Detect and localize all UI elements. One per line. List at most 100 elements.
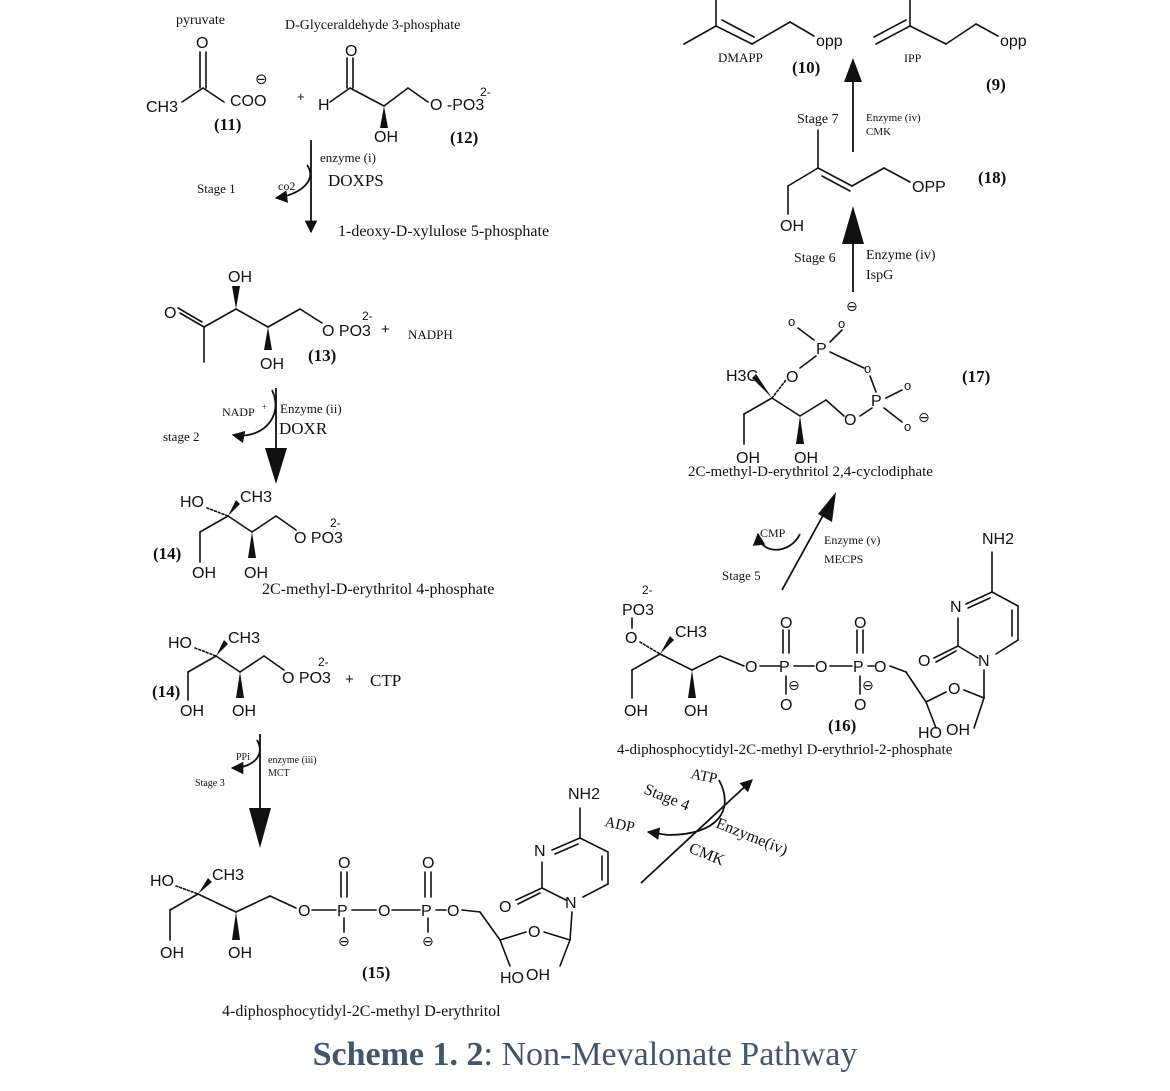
compound-name-mecpp: 2C-methyl-D-erythritol 2,4-cyclodiphate [688,464,933,480]
group-opo3: O PO3 [294,530,343,547]
group-oh: OH [228,945,252,962]
atom-o: O [854,697,866,714]
stage-label: Stage 6 [794,251,836,266]
charge: 2- [480,85,491,99]
group-oh: OH [526,967,550,984]
enzyme-name: DOXPS [328,171,384,190]
atom-o: O [499,899,511,916]
atom-n: N [565,895,577,912]
compound-number: (15) [362,963,390,982]
group-ch3: CH3 [212,867,244,884]
compound-number: (13) [308,346,336,365]
atom-o: O [745,659,757,676]
enzyme-label: Enzyme (ii) [280,401,342,416]
plus-sign: + [381,321,390,338]
group-ho: HO [500,970,524,987]
byproduct-ppi: PPi [236,752,250,763]
stage-4-arrow: ATP ADP Stage 4 Enzyme(iv) CMK [603,766,790,884]
byproduct-cmp: CMP [760,526,786,540]
atom-n: N [978,653,990,670]
compound-number: (10) [792,58,820,77]
byproduct-co2: co2 [278,179,295,193]
compound-g3p: D-Glyceraldehyde 3-phosphate H O OH O -P… [285,18,491,147]
compound-number: (14) [153,544,181,563]
group-ch3: CH3 [675,624,707,641]
atom-p: P [853,659,864,676]
atom-o: o [904,419,911,434]
enzyme-label: enzyme (i) [320,150,376,165]
compound-name: DMAPP [718,50,763,65]
compound-number: (18) [978,168,1006,187]
atom-o: o [838,316,845,331]
group-ho: HO [150,873,174,890]
atom-o: O [780,615,792,632]
group-opo3: O PO3 [322,323,371,340]
atom-p: P [816,341,827,358]
compound-name-cdp-me: 4-diphosphocytidyl-2C-methyl D-erythrito… [222,1003,501,1020]
compound-cdp-me: HO CH3 OH OH O P O ⊖ O P O ⊖ O O [150,786,609,987]
atom-o: O [948,681,960,698]
charge-minus: ⊖ [338,933,350,949]
charge-minus: ⊖ [846,298,858,314]
atom-o: O [338,855,350,872]
caption-prefix: Scheme 1. 2 [312,1036,484,1073]
group-coo: COO [230,93,266,110]
atom-o: O [447,903,459,920]
enzyme-name: DOXR [279,419,328,438]
enzyme-name: CMK [866,126,891,138]
group-oh: OH [260,356,284,373]
cofactor-nadph: NADPH [408,327,453,342]
enzyme-label: Enzyme (iv) [866,112,921,124]
group-oh: OH [780,218,804,235]
group-opp: OPP [912,179,946,196]
cofactor-atp: ATP [689,766,718,787]
group-oh: OH [736,450,760,467]
compound-hmbpp: OH OPP (18) [780,129,1006,235]
atom-n: N [534,843,546,860]
compound-mep: HO CH3 OH OH O PO3 2- (14) [153,489,343,582]
atom-n: N [950,599,962,616]
group-ho: HO [180,494,204,511]
compound-mecpp: ⊖ o o P O o P o o ⊖ O OH H3C OH (17) [726,298,990,467]
atom-h: H [318,97,330,114]
atom-o: O [874,659,886,676]
group-oh: OH [244,565,268,582]
stage-3-arrow: PPi Stage 3 enzyme (iii) MCT [195,734,317,848]
atom-o: O [196,35,208,52]
charge-minus: ⊖ [255,71,268,88]
group-oh: OH [180,703,204,720]
cofactor-ctp: CTP [370,671,401,690]
atom-o: o [788,314,795,329]
atom-o: O [345,43,357,60]
enzyme-label: Enzyme (iv) [866,248,936,263]
group-ch3: CH3 [228,630,260,647]
compound-number: (17) [962,367,990,386]
caption-text: : Non-Mevalonate Pathway [483,1036,858,1073]
charge-minus: ⊖ [862,677,874,693]
group-opo3: O PO3 [282,670,331,687]
atom-o: O [854,615,866,632]
stage-1-arrow: co2 Stage 1 enzyme (i) DOXPS [197,140,384,234]
group-nh2: NH2 [982,531,1014,548]
group-oh: OH [794,450,818,467]
compound-number: (14) [152,682,180,701]
atom-o: O [298,903,310,920]
compound-cdp-mep: 2- PO3 O CH3 OH OH O P O ⊖ O O P O ⊖ O O [622,531,1019,742]
compound-name: IPP [904,51,922,65]
group-oh: OH [624,703,648,720]
charge-minus: ⊖ [918,409,930,425]
charge: 2- [362,309,373,323]
atom-o: O [528,924,540,941]
group-ho: HO [168,635,192,652]
charge: 2- [642,583,653,597]
stage-label: Stage 7 [797,112,839,127]
enzyme-name: MCT [268,768,290,779]
compound-number: (16) [828,716,856,735]
atom-o: O [786,369,798,386]
group-oh: OH [192,565,216,582]
charge-minus: ⊖ [422,933,434,949]
group-ho: HO [918,725,942,742]
compound-name-dxp: 1-deoxy-D-xylulose 5-phosphate [338,223,549,240]
compound-dmapp: opp DMAPP (10) [683,0,843,77]
byproduct-nadp: NADP [222,405,255,419]
